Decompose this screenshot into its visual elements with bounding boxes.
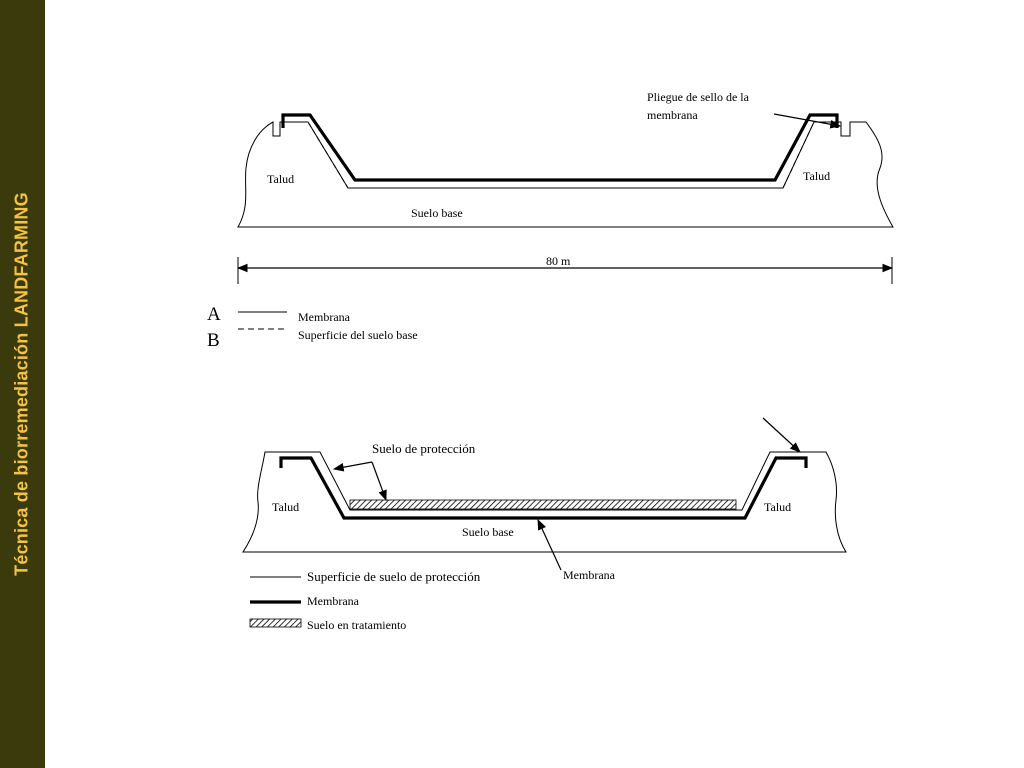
sidebar: Técnica de biorremediación LANDFARMING	[0, 0, 45, 768]
top-membrane-line	[281, 113, 839, 182]
legend-item-treatment-soil: Suelo en tratamiento	[307, 618, 406, 632]
label-protection-soil: Suelo de protección	[372, 441, 476, 456]
fold-pointer-arrow-bottom	[762, 417, 801, 453]
legend-item-base-surface: Superficie del suelo base	[298, 328, 418, 342]
fold-pointer-arrow	[773, 113, 842, 129]
legend-letter-a: A	[207, 304, 221, 325]
top-ground-outline	[237, 121, 894, 228]
legend-item-protection-surface: Superficie de suelo de protección	[307, 569, 481, 584]
label-membrane-fold-line2: membrana	[647, 108, 698, 122]
legend-swatch-treatment-soil	[249, 618, 302, 628]
bottom-membrane-line	[279, 456, 808, 520]
label-talud-left-bottom: Talud	[272, 500, 299, 514]
top-base-surface-dashed	[285, 121, 838, 189]
legend-item-membrane: Membrana	[298, 310, 351, 324]
dimension-label: 80 m	[546, 254, 571, 268]
label-talud-right-bottom: Talud	[764, 500, 791, 514]
label-talud-right-top: Talud	[803, 169, 830, 183]
label-base-soil-top: Suelo base	[411, 206, 463, 220]
legend-letter-b: B	[207, 330, 220, 351]
protection-soil-arrow-left	[332, 461, 373, 472]
label-talud-left-top: Talud	[267, 172, 294, 186]
legend-top: A B Membrana Superficie del suelo base	[207, 304, 418, 351]
label-membrane-fold-line1: Pliegue de sello de la	[647, 90, 750, 104]
membrane-pointer-arrow	[537, 519, 562, 571]
treatment-soil-hatched	[349, 499, 737, 510]
label-base-soil-bottom: Suelo base	[462, 525, 514, 539]
bottom-ground-outline	[242, 451, 847, 553]
top-cross-section: Pliegue de sello de la membrana Talud Ta…	[236, 90, 894, 284]
protection-soil-arrow-right	[371, 461, 387, 502]
legend-item-membrane-bottom: Membrana	[307, 594, 360, 608]
legend-bottom: Superficie de suelo de protección Membra…	[249, 569, 481, 632]
label-membrane-bottom: Membrana	[563, 568, 616, 582]
bottom-cross-section: Suelo de protección Talud Talud Suelo ba…	[242, 417, 847, 582]
